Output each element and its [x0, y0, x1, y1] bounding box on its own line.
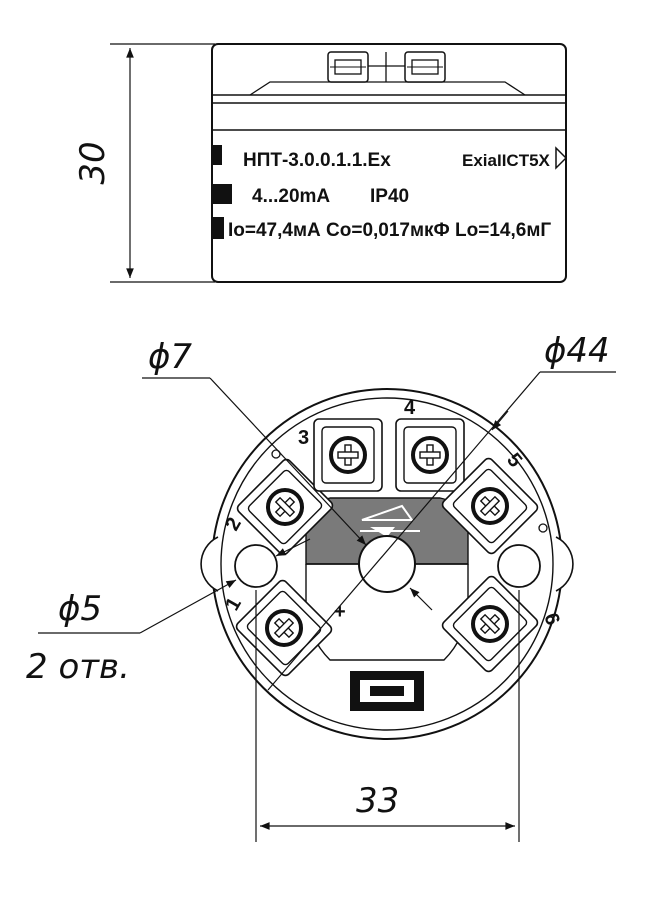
interface-connector	[350, 671, 424, 711]
spacing-dimension-label: 33	[356, 781, 399, 821]
mount-hole-right	[497, 544, 541, 588]
side-view: 30 НПТ-3.0.0.1.1.Ex ExiaIICT5X 4...20	[73, 43, 567, 283]
nameplate: НПТ-3.0.0.1.1.Ex ExiaIICT5X 4...20mA IP4…	[212, 145, 566, 241]
mount-hole-dimension: ϕ5 2 отв.	[26, 538, 311, 687]
terminal-6	[441, 575, 539, 673]
terminal-label-3: 3	[298, 427, 309, 449]
spacing-dimension: 33	[255, 590, 520, 842]
mount-hole-dimension-label: ϕ5	[58, 589, 102, 629]
nameplate-output: 4...20mA	[252, 186, 330, 207]
manufacturer-logo-icon	[360, 504, 420, 537]
nameplate-ex-marking: ExiaIICT5X	[462, 151, 551, 170]
nameplate-parameters: Io=47,4мА Co=0,017мкФ Lo=14,6мГ	[228, 220, 551, 241]
top-screw-right	[404, 51, 446, 83]
terminal-1	[235, 579, 333, 677]
outer-diameter-dimension-label: ϕ44	[544, 331, 610, 371]
center-hole-dimension: ϕ7	[142, 337, 433, 611]
mount-hole-left	[234, 544, 278, 588]
terminal-label-4: 4	[404, 397, 416, 419]
terminal-5	[441, 457, 539, 555]
nameplate-ip-rating: IP40	[370, 186, 409, 207]
polarity-plus: +	[334, 601, 346, 623]
outer-diameter-dimension: ϕ44	[267, 331, 616, 691]
top-screw-left	[327, 51, 369, 83]
terminal-4	[395, 418, 465, 492]
center-hole	[358, 535, 416, 593]
nameplate-model: НПТ-3.0.0.1.1.Ex	[243, 150, 391, 171]
center-hole-dimension-label: ϕ7	[148, 337, 192, 377]
height-dimension-label: 30	[73, 141, 113, 184]
mount-hole-count-label: 2 отв.	[26, 647, 130, 687]
terminal-3	[313, 418, 383, 492]
